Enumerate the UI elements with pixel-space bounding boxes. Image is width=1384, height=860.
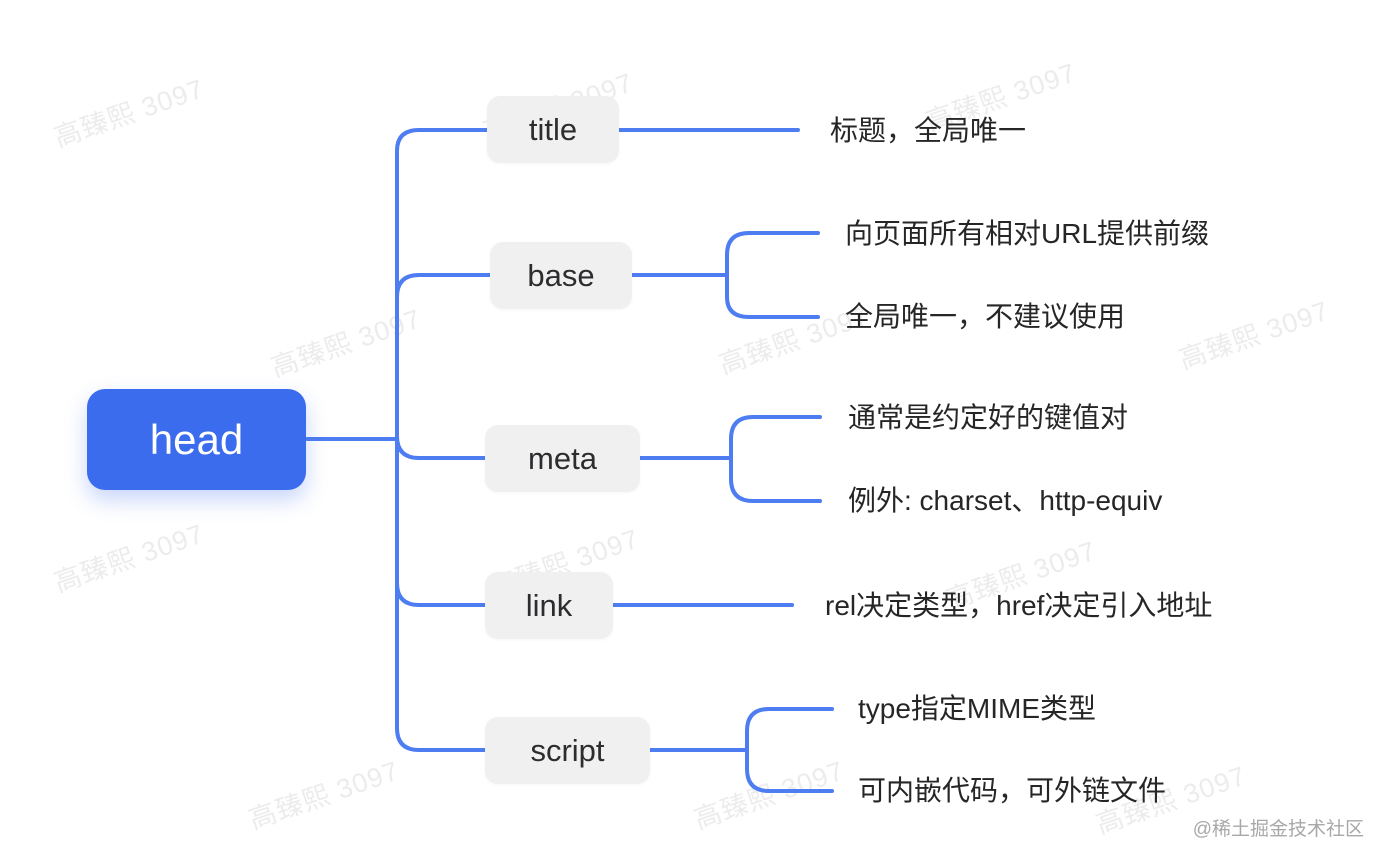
note-meta-keyvalue: 通常是约定好的键值对 xyxy=(848,402,1129,434)
child-node-base: base xyxy=(490,242,632,309)
child-node-script: script xyxy=(485,717,650,784)
child-node-title: title xyxy=(487,96,619,163)
note-script-mime: type指定MIME类型 xyxy=(858,693,1097,725)
note-base-url-prefix: 向页面所有相对URL提供前缀 xyxy=(845,218,1210,250)
note-title-unique: 标题，全局唯一 xyxy=(830,115,1027,147)
credit-label: @稀土掘金技术社区 xyxy=(1192,819,1364,840)
connector-link xyxy=(395,581,487,607)
connector-base-notes xyxy=(725,231,820,319)
connector-meta xyxy=(395,434,487,460)
child-node-meta: meta xyxy=(485,425,640,492)
root-node-head: head xyxy=(87,389,306,490)
note-link-rel-href: rel决定类型，href决定引入地址 xyxy=(825,590,1213,622)
note-script-inline-ext: 可内嵌代码，可外链文件 xyxy=(858,775,1167,807)
connector-script xyxy=(395,726,487,752)
note-base-not-advised: 全局唯一，不建议使用 xyxy=(845,301,1126,333)
child-node-link: link xyxy=(485,572,613,639)
connector-meta-notes xyxy=(729,415,822,503)
note-meta-exceptions: 例外: charset、http-equiv xyxy=(848,485,1163,517)
connector-title xyxy=(395,128,489,153)
connector-base xyxy=(395,273,492,299)
connector-script-notes xyxy=(745,707,834,793)
